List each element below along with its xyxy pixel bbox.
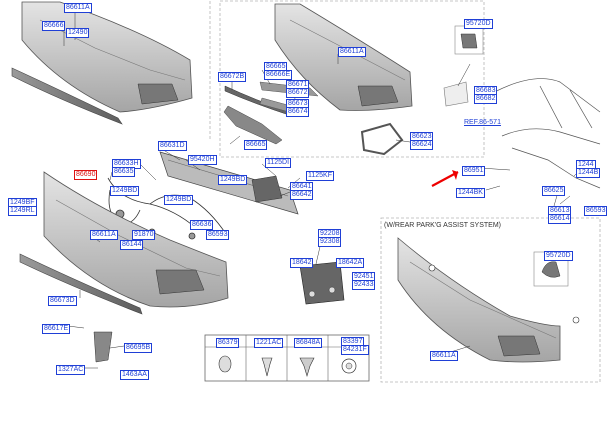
part-label[interactable]: 1125KF [306, 171, 334, 181]
part-label[interactable]: 86593 [584, 206, 607, 216]
part-label[interactable]: 1463AA [120, 370, 149, 380]
part-label[interactable]: 1327AC [56, 365, 86, 375]
part-label[interactable]: 1249RL [8, 206, 37, 216]
push-pin-icon [299, 357, 315, 378]
part-label[interactable]: 1249BD [164, 195, 194, 205]
part-label[interactable]: 86666 [42, 21, 66, 31]
part-label[interactable]: 86611A [430, 351, 458, 361]
part-label[interactable]: 1125DI [265, 158, 292, 168]
clip-oval-icon [218, 355, 232, 373]
part-label[interactable]: 86631D [158, 141, 187, 151]
part-label[interactable]: 86672 [286, 88, 310, 98]
part-label[interactable]: 95720D [544, 251, 573, 261]
red-arrow-icon [431, 170, 459, 187]
part-label[interactable]: 18642A [336, 258, 365, 268]
legend-part-84231f[interactable]: 84231F [341, 345, 369, 355]
part-label[interactable]: 86672B [218, 72, 247, 82]
legend-part-86379[interactable]: 86379 [216, 338, 240, 348]
bracket-icon [454, 25, 484, 55]
part-label[interactable]: 86593 [206, 230, 230, 240]
bumper-top-left [11, 1, 193, 125]
part-label[interactable]: 86951 [462, 166, 486, 176]
part-label[interactable]: 95420H [188, 155, 217, 165]
part-label[interactable]: 86144 [120, 240, 144, 250]
mud-guard [93, 331, 113, 363]
part-label[interactable]: 86673D [48, 296, 77, 306]
part-label[interactable]: 86624 [410, 140, 434, 150]
part-label[interactable]: 86625 [542, 186, 566, 196]
part-label[interactable]: 86611A [90, 230, 118, 240]
grommet-icon [341, 358, 357, 374]
part-label[interactable]: 86617E [42, 324, 71, 334]
reference-link[interactable]: REF.86-571 [464, 119, 501, 126]
part-label[interactable]: 1249BD [110, 186, 140, 196]
part-label[interactable]: 86635 [112, 167, 136, 177]
rear-body-section [479, 78, 601, 189]
part-label[interactable]: 1244B [576, 168, 601, 178]
part-label[interactable]: 86695B [124, 343, 153, 353]
part-label[interactable]: 1249BD [218, 175, 248, 185]
part-label[interactable]: 86614 [548, 214, 572, 224]
section-title: (W/REAR PARK'G ASSIST SYSTEM) [384, 222, 501, 229]
part-label[interactable]: 95720D [464, 19, 493, 29]
part-label[interactable]: 86611A [338, 47, 366, 57]
part-label[interactable]: 86642 [290, 190, 314, 200]
bumper-park-assist [397, 237, 580, 363]
part-label[interactable]: 92433 [352, 280, 376, 290]
sensor-bracket [299, 261, 345, 305]
part-label[interactable]: 86665 [244, 140, 268, 150]
part-label[interactable]: 91870 [132, 230, 156, 240]
part-label[interactable]: 86674 [286, 107, 310, 117]
legend-part-86848a[interactable]: 86848A [294, 338, 323, 348]
bumper-top-center [274, 3, 413, 111]
screw-icon [261, 357, 273, 377]
part-label-highlighted[interactable]: 86690 [74, 170, 98, 180]
part-label[interactable]: 86682 [474, 94, 498, 104]
part-label[interactable]: 1244BK [456, 188, 485, 198]
part-label[interactable]: 18642 [290, 258, 314, 268]
part-label[interactable]: 12490 [66, 28, 90, 38]
part-label[interactable]: 86636 [190, 220, 214, 230]
park-assist-frame [380, 217, 601, 383]
part-label[interactable]: 86666E [264, 70, 293, 80]
legend-part-1221ac[interactable]: 1221AC [254, 338, 284, 348]
part-label[interactable]: 92308 [318, 237, 342, 247]
part-label[interactable]: 86611A [64, 3, 92, 13]
